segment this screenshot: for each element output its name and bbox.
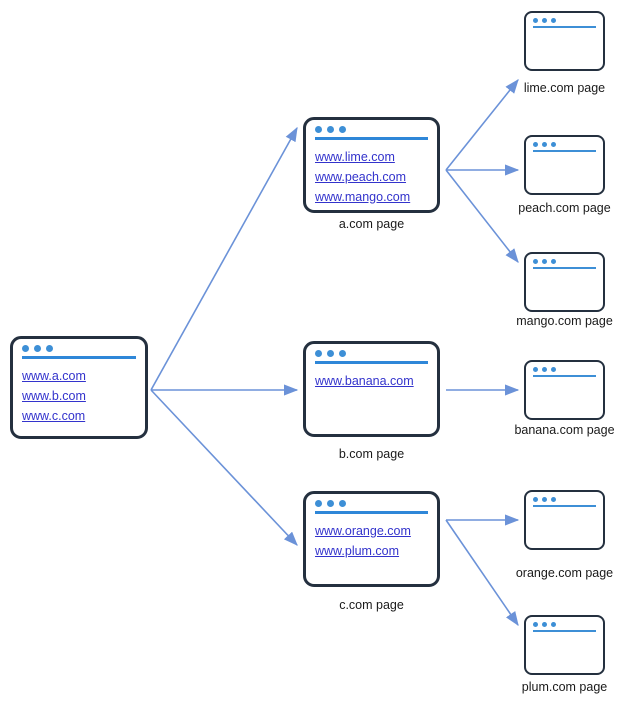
node-caption-orange: orange.com page bbox=[515, 566, 614, 580]
node-caption-a: a.com page bbox=[338, 217, 405, 231]
titlebar-rule bbox=[315, 511, 428, 514]
node-caption-c: c.com page bbox=[339, 598, 404, 612]
node-caption-plum: plum.com page bbox=[521, 680, 608, 694]
window-dot-icon bbox=[315, 126, 322, 133]
window-dot-icon bbox=[327, 126, 334, 133]
titlebar-dots bbox=[533, 497, 556, 502]
page-link-list: www.lime.com www.peach.com www.mango.com bbox=[306, 140, 437, 207]
window-dot-icon bbox=[542, 622, 547, 627]
page-link-list: www.orange.com www.plum.com bbox=[306, 514, 437, 561]
titlebar-dots bbox=[315, 126, 346, 133]
titlebar-dots bbox=[315, 500, 346, 507]
window-dot-icon bbox=[551, 367, 556, 372]
window-dot-icon bbox=[542, 497, 547, 502]
titlebar bbox=[306, 344, 437, 361]
window-dot-icon bbox=[533, 259, 538, 264]
window-dot-icon bbox=[551, 259, 556, 264]
titlebar bbox=[526, 492, 603, 505]
window-dot-icon bbox=[542, 142, 547, 147]
window-dot-icon bbox=[551, 622, 556, 627]
titlebar-rule bbox=[315, 137, 428, 140]
node-banana-com-page[interactable] bbox=[524, 360, 605, 420]
node-caption-banana: banana.com page bbox=[514, 423, 615, 437]
window-dot-icon bbox=[533, 142, 538, 147]
page-link[interactable]: www.plum.com bbox=[315, 543, 400, 558]
titlebar-rule bbox=[533, 630, 596, 632]
node-plum-com-page[interactable] bbox=[524, 615, 605, 675]
node-peach-com-page[interactable] bbox=[524, 135, 605, 195]
titlebar bbox=[306, 120, 437, 137]
node-caption-peach: peach.com page bbox=[518, 201, 611, 215]
edge-a-to-mango bbox=[445, 169, 519, 264]
window-dot-icon bbox=[542, 259, 547, 264]
titlebar bbox=[526, 362, 603, 375]
titlebar-dots bbox=[533, 18, 556, 23]
window-dot-icon bbox=[542, 367, 547, 372]
titlebar bbox=[306, 494, 437, 511]
window-dot-icon bbox=[551, 497, 556, 502]
window-dot-icon bbox=[339, 500, 346, 507]
node-mango-com-page[interactable] bbox=[524, 252, 605, 312]
node-caption-b: b.com page bbox=[338, 447, 405, 461]
titlebar-rule bbox=[533, 505, 596, 507]
window-dot-icon bbox=[533, 367, 538, 372]
window-dot-icon bbox=[315, 500, 322, 507]
node-root-page[interactable]: www.a.com www.b.com www.c.com bbox=[10, 336, 148, 439]
window-dot-icon bbox=[327, 350, 334, 357]
node-b-com-page[interactable]: www.banana.com bbox=[303, 341, 440, 437]
titlebar-dots bbox=[533, 259, 556, 264]
window-dot-icon bbox=[339, 350, 346, 357]
titlebar bbox=[526, 617, 603, 630]
window-dot-icon bbox=[34, 345, 41, 352]
titlebar-dots bbox=[533, 367, 556, 372]
page-link[interactable]: www.orange.com bbox=[315, 523, 411, 538]
node-lime-com-page[interactable] bbox=[524, 11, 605, 71]
node-a-com-page[interactable]: www.lime.com www.peach.com www.mango.com bbox=[303, 117, 440, 213]
titlebar-rule bbox=[533, 267, 596, 269]
page-link[interactable]: www.c.com bbox=[22, 408, 86, 423]
window-dot-icon bbox=[339, 126, 346, 133]
window-dot-icon bbox=[533, 622, 538, 627]
page-link[interactable]: www.lime.com bbox=[315, 149, 395, 164]
window-dot-icon bbox=[46, 345, 53, 352]
window-dot-icon bbox=[22, 345, 29, 352]
titlebar-dots bbox=[533, 142, 556, 147]
page-link[interactable]: www.mango.com bbox=[315, 189, 411, 204]
window-dot-icon bbox=[327, 500, 334, 507]
titlebar bbox=[526, 254, 603, 267]
page-link-list: www.banana.com bbox=[306, 364, 437, 391]
titlebar bbox=[526, 137, 603, 150]
titlebar-rule bbox=[315, 361, 428, 364]
titlebar-rule bbox=[533, 375, 596, 377]
window-dot-icon bbox=[542, 18, 547, 23]
titlebar-dots bbox=[533, 622, 556, 627]
window-dot-icon bbox=[551, 18, 556, 23]
edge-root-to-a bbox=[150, 126, 298, 391]
node-caption-mango: mango.com page bbox=[516, 314, 613, 328]
window-dot-icon bbox=[551, 142, 556, 147]
window-dot-icon bbox=[533, 18, 538, 23]
titlebar bbox=[526, 13, 603, 26]
titlebar-dots bbox=[315, 350, 346, 357]
edge-root-to-c bbox=[150, 389, 298, 546]
titlebar bbox=[13, 339, 145, 356]
window-dot-icon bbox=[533, 497, 538, 502]
window-dot-icon bbox=[315, 350, 322, 357]
page-link[interactable]: www.banana.com bbox=[315, 373, 414, 388]
node-caption-lime: lime.com page bbox=[523, 81, 606, 95]
titlebar-rule bbox=[533, 150, 596, 152]
page-link-list: www.a.com www.b.com www.c.com bbox=[13, 359, 145, 426]
page-link[interactable]: www.b.com bbox=[22, 388, 86, 403]
titlebar-rule bbox=[533, 26, 596, 28]
page-link[interactable]: www.a.com bbox=[22, 368, 86, 383]
titlebar-rule bbox=[22, 356, 136, 359]
page-link[interactable]: www.peach.com bbox=[315, 169, 407, 184]
titlebar-dots bbox=[22, 345, 53, 352]
node-orange-com-page[interactable] bbox=[524, 490, 605, 550]
node-c-com-page[interactable]: www.orange.com www.plum.com bbox=[303, 491, 440, 587]
